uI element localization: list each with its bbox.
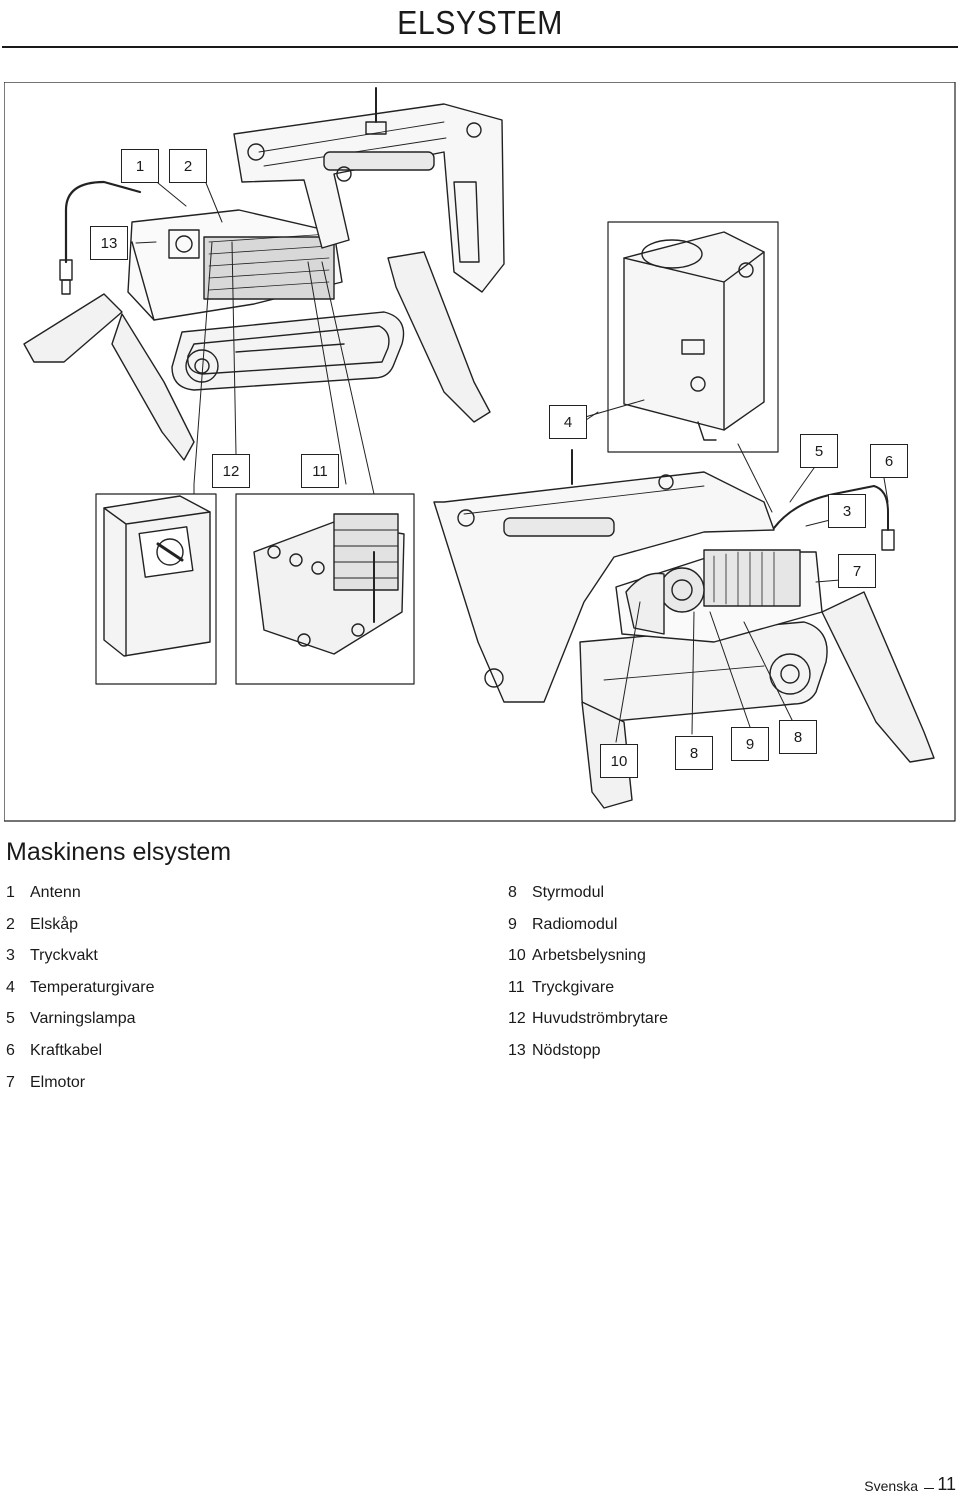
legend-number: 8 <box>508 884 517 901</box>
legend-label: Huvudströmbrytare <box>532 1010 669 1028</box>
legend-number: 2 <box>6 915 15 933</box>
legend-number: 11 <box>508 978 525 996</box>
upper-machine-drawing <box>23 87 505 461</box>
legend-label: Nödstopp <box>532 1041 601 1059</box>
callout-13: 13 <box>90 226 128 260</box>
legend-label: Temperaturgivare <box>30 978 155 996</box>
footer-divider <box>924 1488 934 1489</box>
leader-lines <box>135 182 889 743</box>
callout-5: 5 <box>800 434 838 468</box>
legend-number: 10 <box>508 947 526 965</box>
legend-number: 3 <box>6 947 15 965</box>
legend-label: Elmotor <box>30 1073 86 1091</box>
section-title: Maskinens elsystem <box>6 838 232 866</box>
electrical-cabinet-inset <box>95 493 217 685</box>
legend-label: Radiomodul <box>532 915 618 933</box>
figure-frame <box>4 82 956 822</box>
callout-2: 2 <box>169 149 207 183</box>
legend-item: 7 Elmotor <box>6 1074 155 1106</box>
page-header: ELSYSTEM <box>0 0 960 48</box>
legend-item: 5 Varningslampa <box>6 1010 155 1042</box>
legend-column-left: 1 Antenn 2 Elskåp 3 Tryckvakt 4 Temperaturgi… <box>6 884 155 1105</box>
callout-9: 9 <box>731 727 769 761</box>
legend-number: 12 <box>508 1010 526 1028</box>
machine-drawing <box>4 82 956 822</box>
legend-number: 7 <box>6 1073 15 1091</box>
legend-number: 1 <box>6 884 15 901</box>
legend-label: Antenn <box>30 884 81 901</box>
legend-number: 6 <box>6 1041 15 1059</box>
callout-11: 11 <box>301 454 339 488</box>
callout-4: 4 <box>549 405 587 439</box>
valve-block-inset <box>235 493 415 685</box>
legend-item: 12 Huvudströmbrytare <box>508 1010 668 1042</box>
legend-item: 9 Radiomodul <box>508 916 668 948</box>
legend-number: 9 <box>508 915 517 933</box>
callout-10: 10 <box>600 744 638 778</box>
legend-item: 13 Nödstopp <box>508 1042 668 1074</box>
electrical-system-illustration: 1 2 13 4 5 6 12 11 3 7 10 8 9 8 <box>4 82 956 822</box>
legend-item: 3 Tryckvakt <box>6 947 155 979</box>
legend-column-right: 8 Styrmodul 9 Radiomodul 10 Arbetsbelysning… <box>508 884 668 1074</box>
callout-3: 3 <box>828 494 866 528</box>
legend-label: Varningslampa <box>30 1010 136 1028</box>
legend-label: Arbetsbelysning <box>532 947 646 965</box>
callout-7: 7 <box>838 554 876 588</box>
legend-label: Styrmodul <box>532 884 605 901</box>
page-title: ELSYSTEM <box>397 4 563 41</box>
legend-item: 10 Arbetsbelysning <box>508 947 668 979</box>
legend-number: 4 <box>6 978 15 996</box>
legend-label: Tryckvakt <box>30 947 98 965</box>
legend-item: 8 Styrmodul <box>508 884 668 916</box>
legend-label: Elskåp <box>30 915 79 933</box>
legend-item: 2 Elskåp <box>6 916 155 948</box>
page-number: 11 <box>937 1474 956 1494</box>
callout-8-left: 8 <box>675 736 713 770</box>
legend-number: 5 <box>6 1010 15 1028</box>
callout-6: 6 <box>870 444 908 478</box>
hydraulic-tank-inset <box>607 221 779 453</box>
legend-number: 13 <box>508 1041 526 1059</box>
header-divider <box>2 46 958 48</box>
legend-item: 11 Tryckgivare <box>508 979 668 1011</box>
legend-item: 6 Kraftkabel <box>6 1042 155 1074</box>
legend-item: 1 Antenn <box>6 884 155 916</box>
callout-12: 12 <box>212 454 250 488</box>
footer-language: Svenska <box>864 1478 918 1494</box>
callout-1: 1 <box>121 149 159 183</box>
legend-label: Tryckgivare <box>532 978 615 996</box>
lower-machine-drawing <box>433 449 935 809</box>
callout-8-right: 8 <box>779 720 817 754</box>
legend-item: 4 Temperaturgivare <box>6 979 155 1011</box>
legend-label: Kraftkabel <box>30 1041 103 1059</box>
